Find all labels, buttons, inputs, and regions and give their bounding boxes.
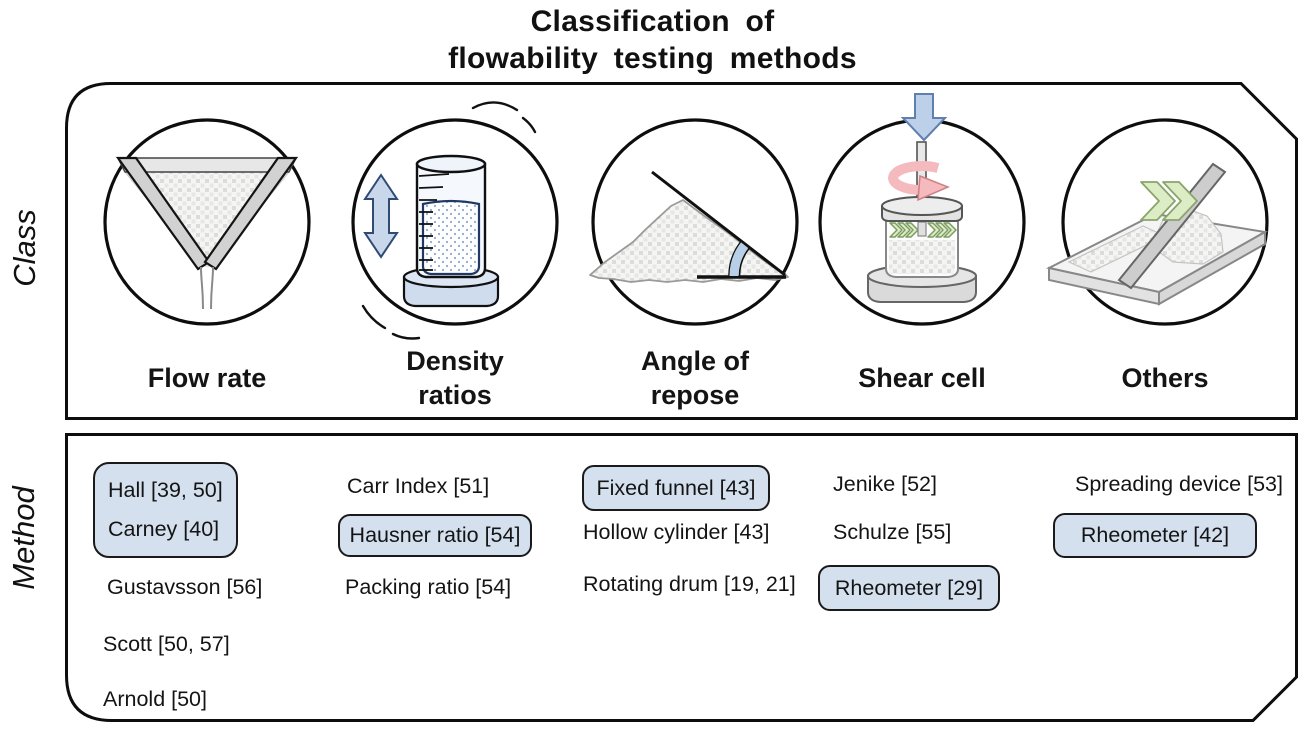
class-item-shear-cell: Shear cell: [812, 93, 1032, 416]
powder-pile-drawing: [589, 170, 789, 283]
down-arrow-icon: [900, 93, 948, 142]
method-item: Spreading device [53]: [1075, 472, 1283, 496]
class-label-angle-of-repose: Angle of repose: [641, 346, 749, 410]
class-label-flow-rate: Flow rate: [147, 363, 267, 393]
method-panel: Hall [39, 50] Carney [40] Gustavsson [56…: [65, 433, 1298, 722]
class-item-density-ratios: Density ratios: [345, 101, 565, 416]
method-item: Schulze [55]: [833, 520, 952, 544]
measuring-cylinder-icon: [351, 101, 559, 340]
method-item: Gustavsson [56]: [107, 575, 263, 599]
figure-title: Classification of flowability testing me…: [448, 5, 857, 75]
cylinder-drawing: [402, 154, 500, 308]
method-box-rheometer-42: Rheometer [42]: [1053, 513, 1257, 558]
method-box-hall-carney: Hall [39, 50] Carney [40]: [93, 462, 238, 558]
method-item: Arnold [50]: [103, 687, 207, 711]
class-item-others: Others: [1046, 116, 1275, 416]
rotation-arrowhead-icon: [917, 174, 950, 202]
funnel-drawing: [115, 156, 299, 310]
method-box-hausner-ratio: Hausner ratio [54]: [338, 514, 532, 557]
class-panel: Flow rate: [65, 82, 1298, 420]
method-item: Rheometer [42]: [1080, 523, 1230, 547]
class-label-others: Others: [1121, 363, 1209, 393]
class-panel-border: [65, 82, 1298, 420]
chevron-band-icon: [889, 222, 957, 238]
angle-arc-icon: [728, 241, 750, 277]
method-box-rheometer-29: Rheometer [29]: [818, 565, 1000, 611]
powder-pile-angle-icon: [589, 118, 799, 326]
method-item: Packing ratio [54]: [345, 575, 512, 599]
spreading-chevrons-icon: [1140, 181, 1198, 221]
method-item: Hausner ratio [54]: [349, 523, 521, 547]
shear-cell-drawing: [867, 141, 977, 303]
method-item: Jenike [52]: [833, 472, 937, 496]
up-down-arrow-icon: [363, 173, 399, 259]
method-item: Rheometer [29]: [834, 575, 984, 600]
method-item: Rotating drum [19, 21]: [583, 572, 796, 596]
rotation-arrow-icon: [888, 161, 940, 196]
method-item: Hall [39, 50]: [108, 478, 223, 502]
method-item: Fixed funnel [43]: [596, 475, 756, 500]
class-item-angle-of-repose: Angle of repose: [585, 116, 805, 416]
method-item: Hollow cylinder [43]: [583, 520, 770, 544]
method-item: Scott [50, 57]: [103, 632, 230, 656]
method-row-label: Method: [6, 486, 41, 590]
class-label-shear-cell: Shear cell: [858, 363, 986, 393]
class-row-label: Class: [7, 209, 42, 287]
spreading-device-drawing: [1046, 162, 1268, 306]
shear-cell-icon: [818, 93, 1026, 326]
method-item: Carney [40]: [108, 517, 220, 541]
class-label-density-ratios: Density ratios: [406, 346, 504, 410]
method-box-fixed-funnel: Fixed funnel [43]: [582, 465, 770, 511]
spreading-device-icon: [1046, 118, 1269, 326]
blade-icon: [1117, 162, 1227, 290]
method-panel-border: [65, 433, 1298, 722]
shake-marks-icon: [361, 101, 537, 340]
funnel-icon: [103, 118, 311, 326]
class-item-flow-rate: Flow rate: [97, 116, 317, 416]
method-item: Carr Index [51]: [347, 474, 490, 498]
